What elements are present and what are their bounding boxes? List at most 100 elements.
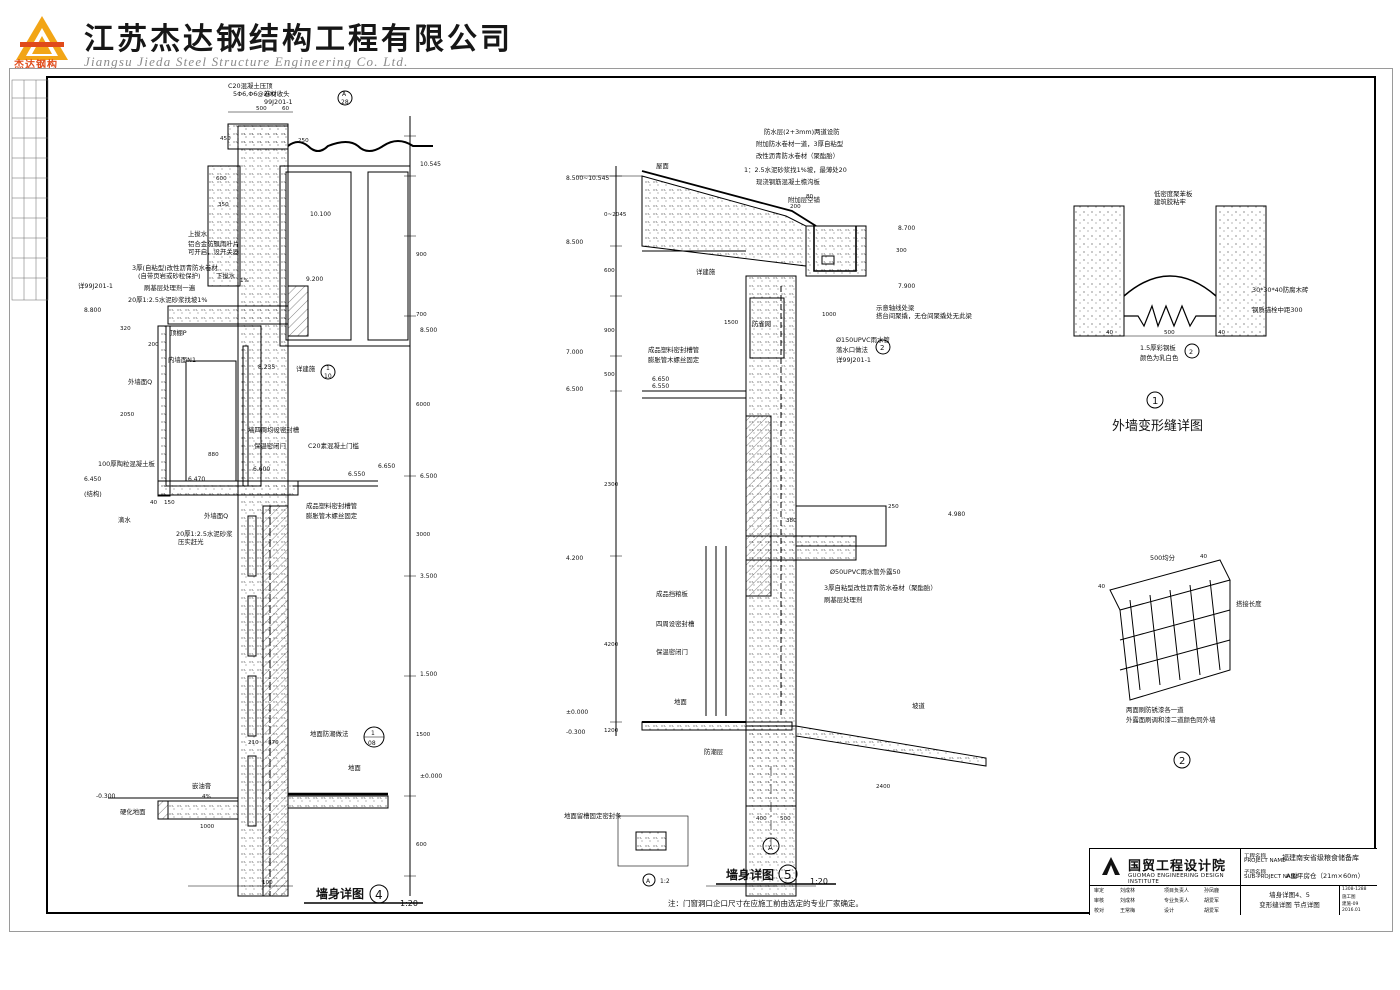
subproject-name: A型平房仓（21m×60m） <box>1286 872 1365 880</box>
detail-5-dimensions: 0~2045 600 900 500 2300 4200 200 80 250 … <box>604 194 907 822</box>
institute-name-en: GUOMAO ENGINEERING DESIGN INSTITUTE <box>1128 873 1224 885</box>
svg-text:30*30*40防腐木砖: 30*30*40防腐木砖 <box>1252 285 1309 294</box>
expansion-joint-notes: 低密度聚苯板 建筑胶粘牢 30*30*40防腐木砖 钢质锚栓中距300 1.5厚… <box>1106 189 1309 434</box>
sheet-number: 建施-09 <box>1342 902 1359 907</box>
svg-text:外墙面Q: 外墙面Q <box>128 377 152 386</box>
institute-logo-icon <box>1102 857 1120 875</box>
svg-text:40: 40 <box>1200 554 1208 560</box>
svg-text:6.550: 6.550 <box>652 383 669 390</box>
role-approve: 审定 <box>1094 888 1105 894</box>
svg-text:1: 1 <box>326 365 330 372</box>
svg-text:99J201-1: 99J201-1 <box>264 98 293 106</box>
design-phase: 施工图 <box>1342 895 1356 900</box>
detail-5-drawing: 8.500~10.545 8.500 8.700 7.900 7.000 6.6… <box>564 127 987 908</box>
svg-text:1: 1 <box>1152 396 1158 407</box>
svg-text:80: 80 <box>806 194 814 200</box>
svg-text:900: 900 <box>416 252 427 258</box>
svg-text:2: 2 <box>1189 348 1193 356</box>
svg-text:详建施: 详建施 <box>296 364 316 373</box>
svg-text:详99J201-1: 详99J201-1 <box>836 355 871 364</box>
svg-text:3厚自粘型改性沥青防水卷材（聚酯胎）: 3厚自粘型改性沥青防水卷材（聚酯胎） <box>824 583 937 592</box>
role-discipline-lead: 专业负责人 <box>1164 898 1190 904</box>
detail-4-title: 墙身详图 4 1:20 <box>304 884 423 908</box>
svg-text:±0.000: ±0.000 <box>420 773 442 780</box>
steel-plate-iso-detail: 500均分 搭接长度 两面刷防锈漆各一道 外露面刷调和漆二道颜色同外墙 40 4… <box>1098 553 1262 769</box>
svg-text:2050: 2050 <box>120 412 135 418</box>
svg-text:坡道: 坡道 <box>912 701 925 710</box>
svg-text:内墙面N1: 内墙面N1 <box>168 355 196 364</box>
svg-text:210: 210 <box>248 740 259 746</box>
svg-text:6.470: 6.470 <box>188 476 205 483</box>
svg-text:1000: 1000 <box>822 312 837 318</box>
svg-text:7.900: 7.900 <box>898 283 915 290</box>
svg-text:8.500~10.545: 8.500~10.545 <box>566 175 609 182</box>
svg-text:100: 100 <box>262 880 273 886</box>
svg-text:压实赶光: 压实赶光 <box>178 537 204 546</box>
svg-text:28: 28 <box>341 99 349 106</box>
svg-text:2: 2 <box>1179 756 1185 767</box>
svg-text:5Φ6,Φ6@200: 5Φ6,Φ6@200 <box>233 90 276 98</box>
detail-5-callouts: A 2 A 1:2 <box>642 339 891 887</box>
svg-text:40: 40 <box>1106 330 1114 336</box>
detail-4-elevations: 10.545 10.100 9.200 8.800 8.500 8.235 6.… <box>84 161 442 800</box>
svg-text:4.980: 4.980 <box>948 511 965 518</box>
svg-text:1:20: 1:20 <box>810 877 828 886</box>
signatory-block: 审定 审核 校对 刘成林 刘成林 王常梅 项目负责人 专业负责人 设计 孙凤鹿 … <box>1090 885 1241 915</box>
svg-text:1:2: 1:2 <box>660 878 670 885</box>
svg-text:刷基层处理剂: 刷基层处理剂 <box>824 595 862 604</box>
svg-text:地面: 地面 <box>674 697 687 706</box>
svg-text:防水层(2+3mm)两道设防: 防水层(2+3mm)两道设防 <box>764 127 840 136</box>
svg-text:滴水: 滴水 <box>118 515 131 524</box>
svg-text:370: 370 <box>268 740 279 746</box>
svg-text:-0.300: -0.300 <box>96 793 116 800</box>
issue-date: 2016.01 <box>1342 908 1361 913</box>
svg-text:3厚(自粘型)改性沥青防水卷材: 3厚(自粘型)改性沥青防水卷材 <box>132 263 218 272</box>
detail-5-note: 注：门窗洞口企口尺寸在应施工前由选定的专业厂家确定。 <box>668 898 863 908</box>
svg-text:落水口做法: 落水口做法 <box>836 345 869 354</box>
svg-text:10.100: 10.100 <box>310 211 331 218</box>
svg-text:4200: 4200 <box>604 642 619 648</box>
svg-text:600: 600 <box>216 176 227 182</box>
logo-tag: 杰达钢构 <box>14 60 58 71</box>
svg-text:200: 200 <box>790 204 801 210</box>
svg-text:2300: 2300 <box>604 482 619 488</box>
svg-text:6.500: 6.500 <box>566 386 583 393</box>
svg-text:6.500: 6.500 <box>420 473 437 480</box>
svg-text:400: 400 <box>756 816 767 822</box>
role-check: 校对 <box>1094 908 1105 914</box>
svg-text:600: 600 <box>416 842 427 848</box>
svg-text:膨胀管木螺丝固定: 膨胀管木螺丝固定 <box>648 355 700 364</box>
detail-4-dimensions: 500 60 450 250 600 350 900 700 320 200 2… <box>120 106 431 886</box>
svg-text:A: A <box>646 878 651 885</box>
svg-text:150: 150 <box>164 500 175 506</box>
svg-text:300: 300 <box>896 248 907 254</box>
svg-text:8.500: 8.500 <box>420 327 437 334</box>
svg-text:40: 40 <box>1218 330 1226 336</box>
svg-text:刷基层处理剂一遍: 刷基层处理剂一遍 <box>144 283 196 292</box>
expansion-joint-detail: 低密度聚苯板 建筑胶粘牢 30*30*40防腐木砖 钢质锚栓中距300 1.5厚… <box>1073 189 1309 434</box>
svg-text:附加防水卷材一道，3厚自粘型: 附加防水卷材一道，3厚自粘型 <box>756 139 844 148</box>
svg-text:250: 250 <box>298 138 309 144</box>
svg-text:880: 880 <box>208 452 219 458</box>
svg-text:1：2.5水泥砂浆找1%坡，最薄处20: 1：2.5水泥砂浆找1%坡，最薄处20 <box>744 165 847 174</box>
svg-text:成品挡粮板: 成品挡粮板 <box>656 589 689 598</box>
svg-text:0~2045: 0~2045 <box>604 212 627 218</box>
title-block: 国贸工程设计院 GUOMAO ENGINEERING DESIGN INSTIT… <box>1089 848 1377 915</box>
svg-text:Ø150UPVC雨水管: Ø150UPVC雨水管 <box>836 335 890 344</box>
svg-text:1200: 1200 <box>604 728 619 734</box>
svg-text:地面: 地面 <box>348 763 361 772</box>
svg-text:1: 1 <box>371 730 375 737</box>
svg-text:防潮层: 防潮层 <box>704 747 724 756</box>
svg-text:320: 320 <box>120 326 131 332</box>
svg-text:8.235: 8.235 <box>258 364 275 371</box>
svg-text:(自带页岩或砂粒保护): (自带页岩或砂粒保护) <box>138 271 201 280</box>
svg-text:500: 500 <box>604 372 615 378</box>
svg-text:搭接长度: 搭接长度 <box>1236 599 1262 608</box>
svg-text:350: 350 <box>218 202 229 208</box>
svg-text:8.800: 8.800 <box>84 307 101 314</box>
svg-text:外墙面Q: 外墙面Q <box>204 511 228 520</box>
sheet-title-block: 墙身详图4、5 变形缝详图 节点详图 <box>1240 885 1340 915</box>
svg-text:10: 10 <box>324 373 332 380</box>
svg-text:20厚1:2.5水泥砂浆: 20厚1:2.5水泥砂浆 <box>176 529 233 538</box>
person-designer: 胡爱军 <box>1204 908 1220 914</box>
